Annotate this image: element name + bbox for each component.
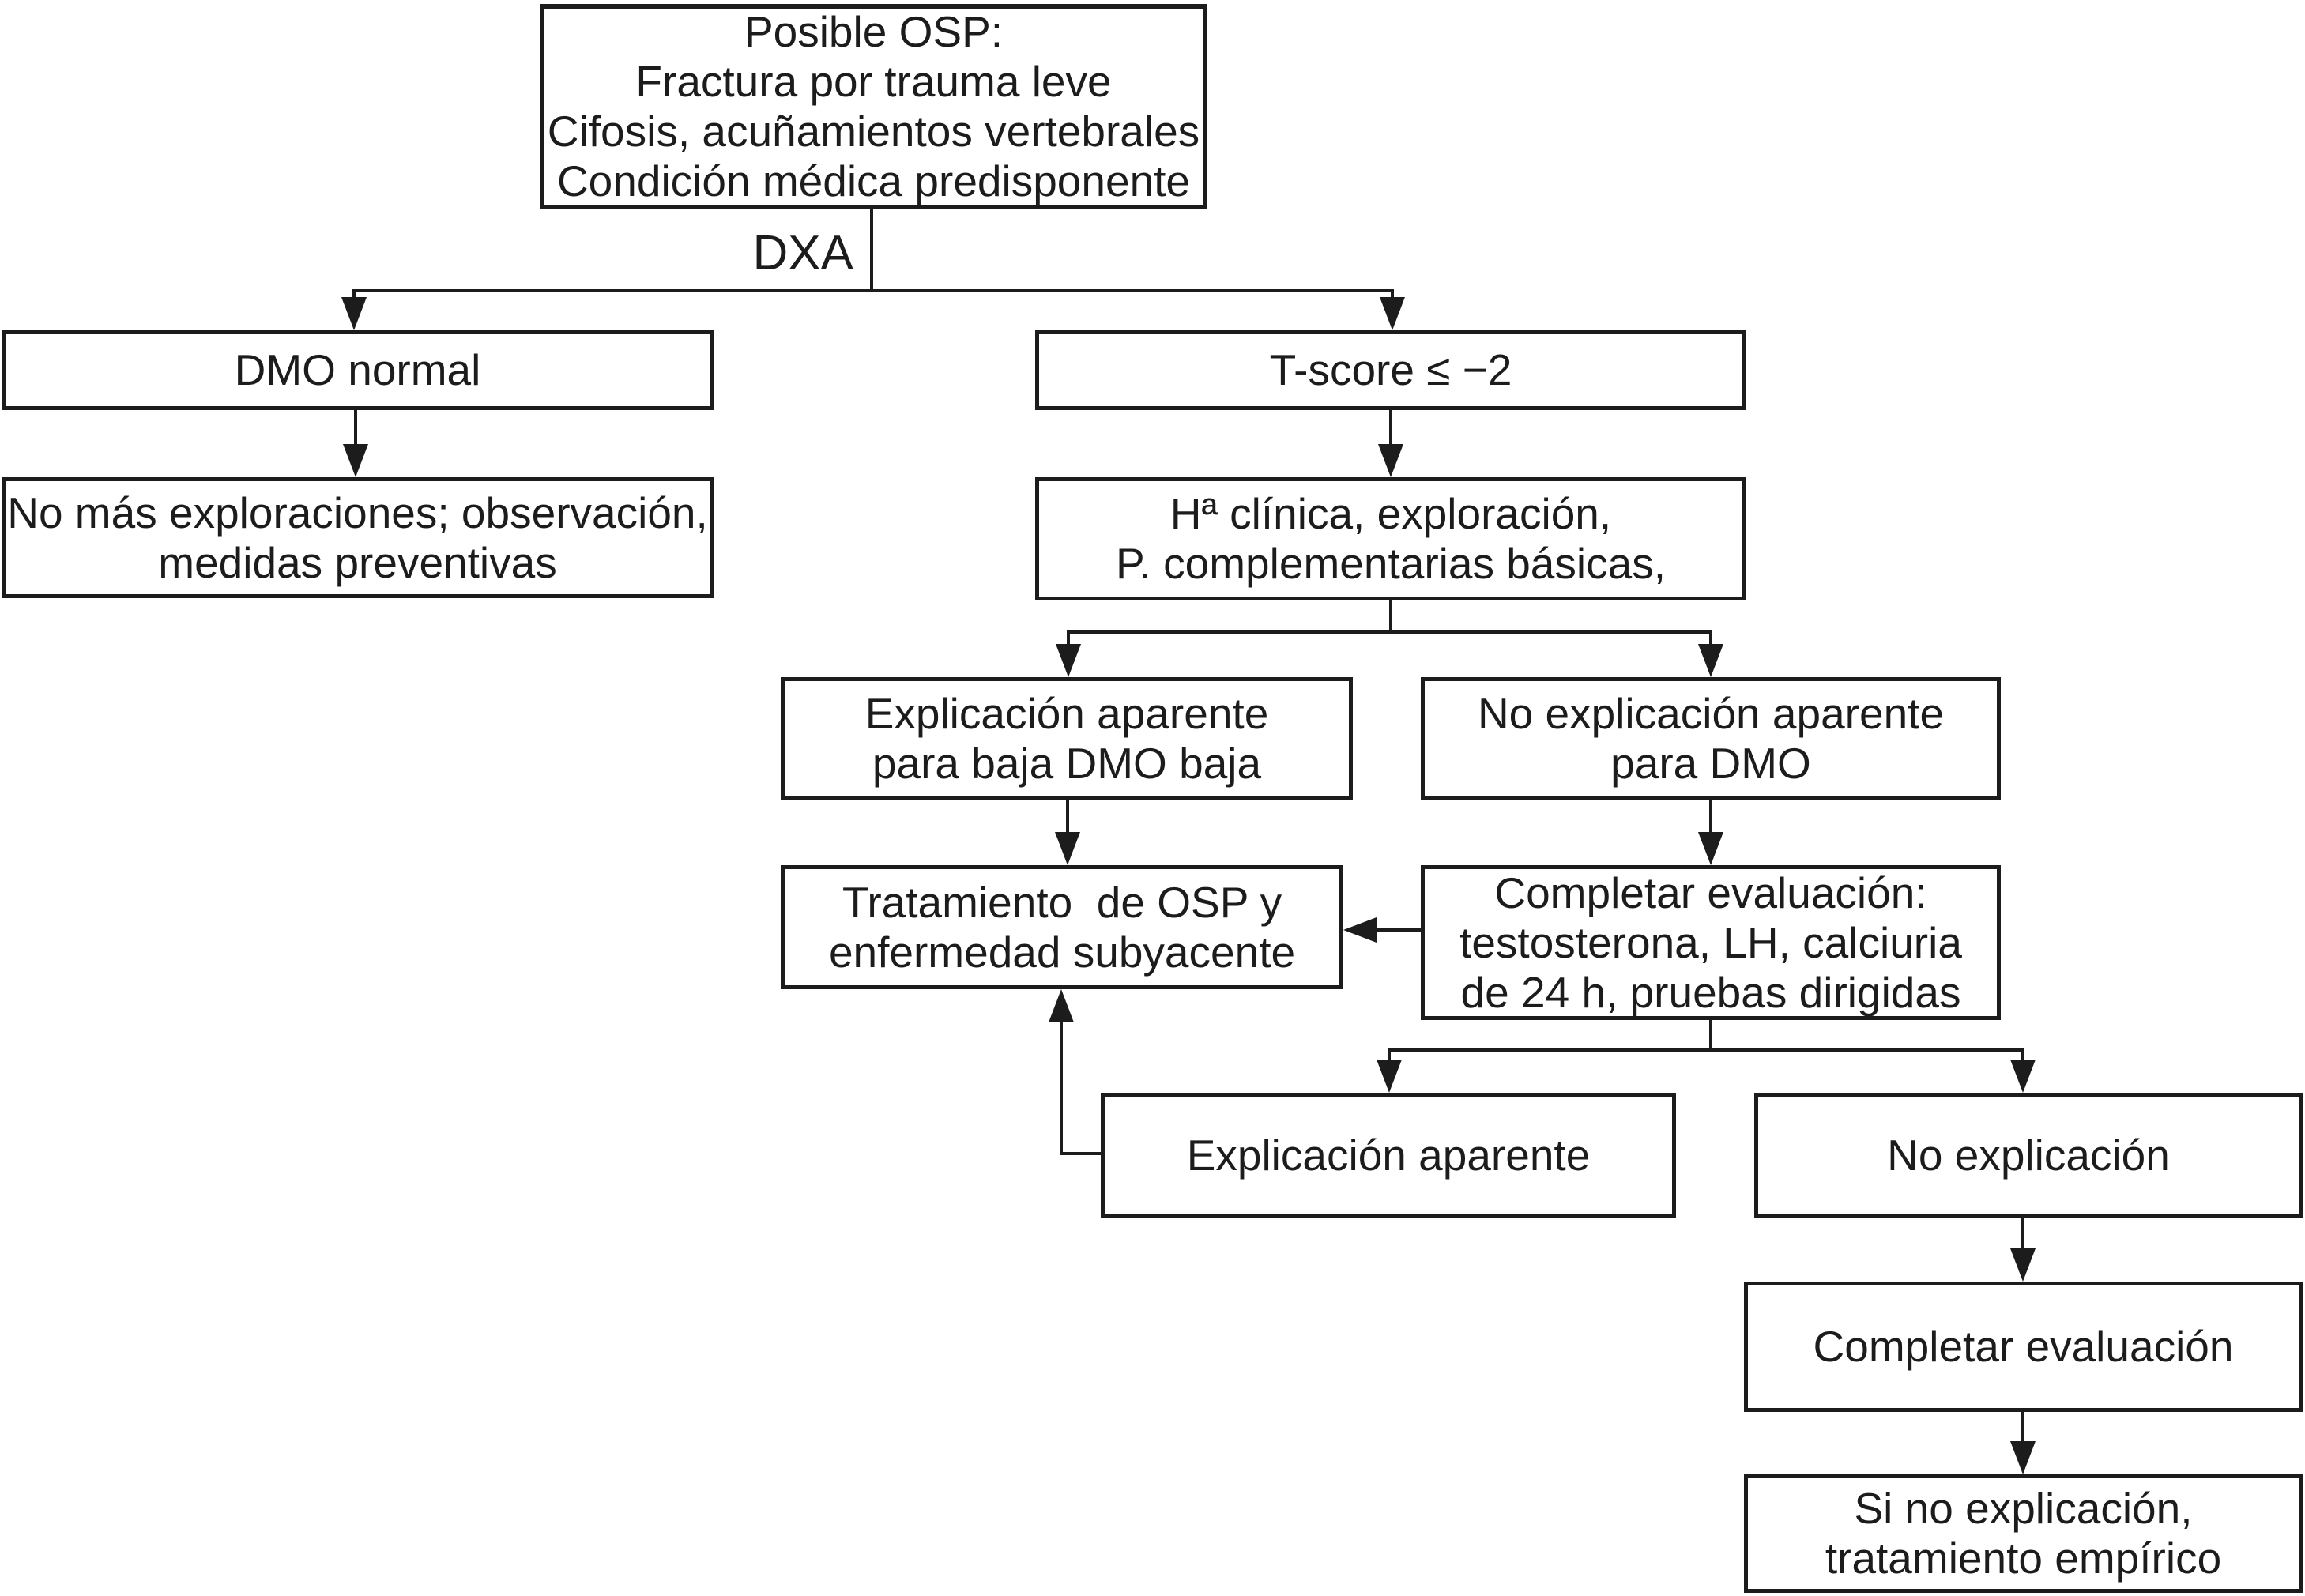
node-text-line: No explicación aparente	[1477, 688, 1945, 738]
arrowhead-to-explicacion-dmo-baja	[1056, 644, 1081, 677]
arrowhead-to-no-mas	[343, 444, 368, 477]
edge-dxa-split-bar	[354, 289, 1394, 292]
node-completar-evaluacion: Completar evaluación	[1744, 1282, 2303, 1412]
node-dmo-normal: DMO normal	[2, 330, 714, 410]
edge-label-dxa: DXA	[752, 226, 853, 280]
edge-split-to-no-explicacion-aparente	[1709, 630, 1712, 646]
node-explicacion-aparente-dmo-baja: Explicación aparente para baja DMO baja	[781, 677, 1353, 800]
edge-completar-to-empirico	[2021, 1412, 2024, 1443]
edge-split-to-explicacion-dmo-baja	[1067, 630, 1070, 646]
edge-no-explicacion-to-completar	[2021, 1218, 2024, 1250]
edge-split-to-no-explicacion	[2021, 1048, 2024, 1061]
edge-split-to-t-score	[1391, 289, 1394, 300]
node-completar-evaluacion-detallada: Completar evaluación: testosterona, LH, …	[1421, 865, 2001, 1020]
arrowhead-to-ha-clinica	[1378, 444, 1403, 477]
arrowhead-to-completar-evaluacion	[2010, 1248, 2036, 1282]
arrowhead-to-completar-detallada	[1698, 832, 1723, 865]
node-text-line: para baja DMO baja	[872, 738, 1262, 788]
node-text-line: Explicación aparente	[864, 688, 1269, 738]
node-text-line: testosterona, LH, calciuria	[1459, 917, 1962, 967]
node-text-line: de 24 h, pruebas dirigidas	[1460, 967, 1961, 1017]
arrowhead-to-dmo-normal	[341, 297, 367, 330]
arrowhead-to-no-explicacion-aparente	[1698, 644, 1723, 677]
node-text-line: Posible OSP:	[744, 7, 1004, 56]
edge-completar-split-bar	[1388, 1048, 2024, 1052]
edge-feedback-vertical	[1060, 1022, 1063, 1155]
node-t-score: T-score ≤ −2	[1035, 330, 1746, 410]
node-posible-osp: Posible OSP: Fractura por trauma leve Ci…	[540, 4, 1207, 209]
node-text-line: Si no explicación,	[1854, 1484, 2193, 1533]
arrowhead-to-tratamiento-empirico	[2010, 1441, 2036, 1474]
node-text-line: medidas preventivas	[158, 537, 557, 587]
edge-explicacion-baja-to-tratamiento	[1066, 800, 1069, 834]
edge-feedback-horizontal	[1063, 1152, 1101, 1155]
edge-posible-osp-stem	[870, 209, 873, 291]
edge-t-score-to-ha-clinica	[1389, 410, 1392, 446]
node-text-line: para DMO	[1610, 738, 1811, 788]
node-text-line: No explicación	[1887, 1130, 2170, 1180]
arrowhead-to-no-explicacion	[2010, 1060, 2036, 1093]
node-explicacion-aparente: Explicación aparente	[1101, 1093, 1676, 1218]
node-text-line: DMO normal	[234, 345, 481, 394]
node-text-line: Completar evaluación:	[1494, 868, 1927, 917]
node-historia-clinica: Hª clínica, exploración, P. complementar…	[1035, 477, 1746, 600]
node-text-line: Hª clínica, exploración,	[1169, 489, 1612, 538]
node-text-line: No más exploraciones; observación,	[7, 487, 708, 537]
edge-split-to-dmo-normal	[352, 289, 356, 300]
node-text-line: Fractura por trauma leve	[635, 57, 1112, 106]
node-text-line: Tratamiento de OSP y	[842, 877, 1282, 927]
edge-completar-to-tratamiento	[1375, 928, 1421, 932]
node-text-line: tratamiento empírico	[1825, 1534, 2222, 1583]
node-no-mas-exploraciones: No más exploraciones; observación, medid…	[2, 477, 714, 598]
arrowhead-up-to-tratamiento	[1049, 989, 1074, 1022]
edge-ha-clinica-split-bar	[1068, 630, 1712, 634]
node-text-line: P. complementarias básicas,	[1116, 539, 1666, 588]
node-text-line: Explicación aparente	[1186, 1130, 1591, 1180]
node-text-line: Condición médica predisponente	[556, 156, 1191, 205]
node-text-line: Completar evaluación	[1813, 1322, 2234, 1371]
edge-split-to-explicacion-aparente	[1388, 1048, 1391, 1061]
edge-completar-detallada-stem	[1709, 1020, 1712, 1052]
arrowhead-to-explicacion-aparente	[1377, 1060, 1402, 1093]
node-no-explicacion: No explicación	[1754, 1093, 2303, 1218]
node-no-explicacion-aparente: No explicación aparente para DMO	[1421, 677, 2001, 800]
edge-ha-clinica-stem	[1389, 600, 1392, 634]
arrowhead-to-t-score	[1380, 297, 1405, 330]
node-text-line: enfermedad subyacente	[828, 927, 1296, 977]
node-tratamiento-empirico: Si no explicación, tratamiento empírico	[1744, 1474, 2303, 1593]
edge-no-explicacion-ap-to-completar	[1709, 800, 1712, 834]
node-tratamiento-osp: Tratamiento de OSP y enfermedad subyacen…	[781, 865, 1343, 989]
edge-dmo-normal-to-no-mas	[354, 410, 357, 446]
arrowhead-left-to-tratamiento	[1343, 917, 1377, 943]
node-text-line: T-score ≤ −2	[1269, 345, 1512, 394]
arrowhead-to-tratamiento	[1055, 832, 1080, 865]
node-text-line: Cifosis, acuñamientos vertebrales	[547, 107, 1200, 156]
